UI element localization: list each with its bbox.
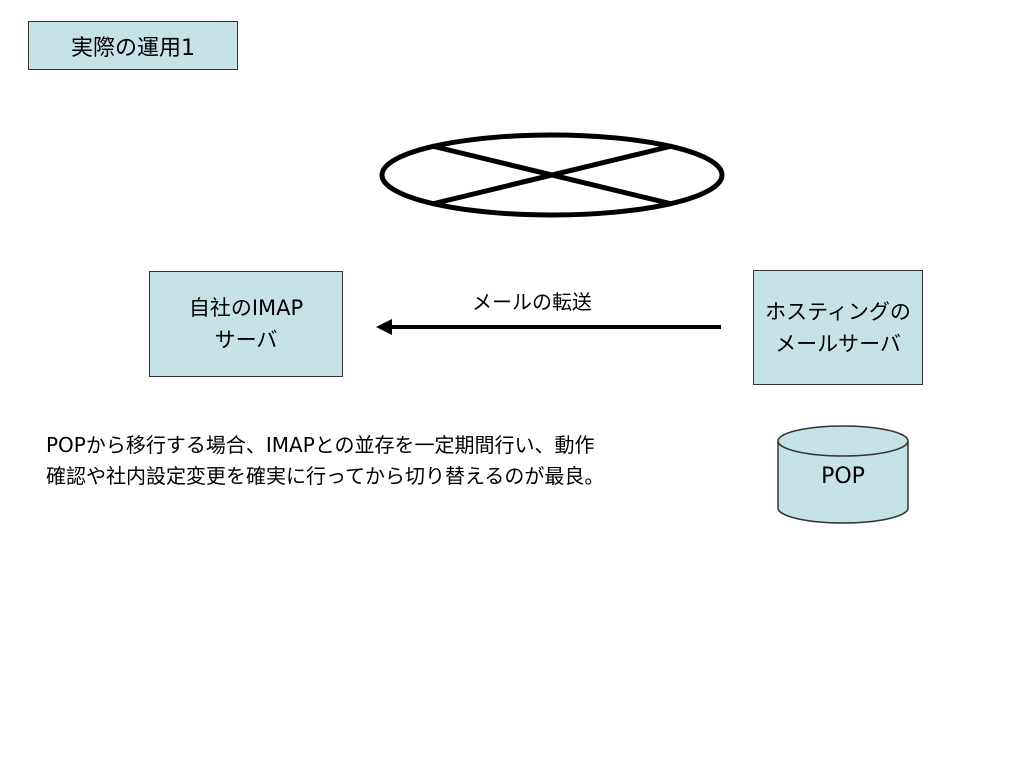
- arrow-head: [376, 319, 392, 335]
- imap-server-label-line1: 自社のIMAP: [188, 296, 304, 320]
- slide-title-text: 実際の運用1: [71, 35, 195, 61]
- imap-server-box: 自社のIMAP サーバ: [149, 271, 343, 377]
- slide-title: 実際の運用1: [28, 21, 238, 70]
- migration-note-line1: POPから移行する場合、IMAPとの並存を一定期間行い、動作: [46, 433, 595, 457]
- migration-note: POPから移行する場合、IMAPとの並存を一定期間行い、動作 確認や社内設定変更…: [46, 430, 604, 492]
- imap-server-label-line2: サーバ: [214, 328, 278, 352]
- transfer-arrow: [376, 319, 721, 335]
- ellipse-outline: [379, 132, 725, 218]
- hosting-server-label-line2: メールサーバ: [775, 331, 901, 356]
- hosting-server-label-line1: ホスティングの: [765, 299, 911, 324]
- mail-transfer-label: メールの転送: [472, 290, 592, 314]
- cross-line-2: [431, 143, 673, 207]
- hosting-mail-server-box: ホスティングの メールサーバ: [753, 270, 923, 385]
- pop-database-icon: [777, 425, 909, 524]
- cylinder-body: [777, 441, 909, 524]
- cylinder-top: [777, 425, 909, 457]
- migration-note-line2: 確認や社内設定変更を確実に行ってから切り替えるのが最良。: [46, 464, 605, 488]
- crossed-ellipse-icon: [379, 132, 725, 218]
- pop-database-label: POP: [821, 464, 865, 489]
